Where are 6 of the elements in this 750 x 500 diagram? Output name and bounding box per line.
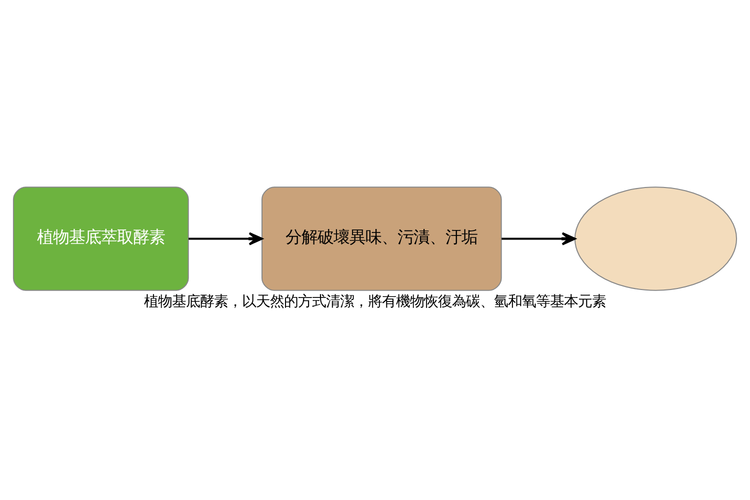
- arrow: [188, 232, 263, 245]
- arrow: [502, 232, 576, 245]
- node-box: 分解破壞異味、污漬、汙垢: [261, 186, 502, 290]
- caption: 植物基底酵素，以天然的方式清潔，將有機物恢復為碳、氫和氧等基本元素: [144, 293, 606, 310]
- node-cloud: [574, 186, 738, 290]
- node-box: 植物基底萃取酵素: [12, 186, 189, 290]
